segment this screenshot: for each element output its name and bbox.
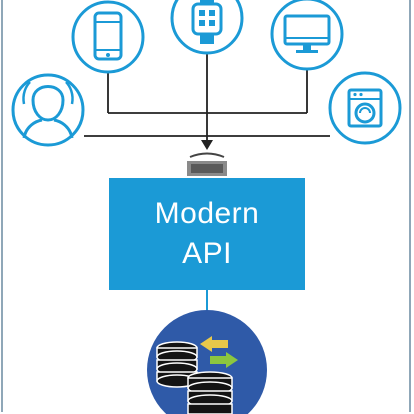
washing-machine-icon [328, 71, 402, 145]
database-icon [147, 310, 267, 414]
user-icon [11, 73, 85, 147]
api-label-line1: Modern [154, 197, 260, 230]
arrow-right-green [210, 352, 238, 368]
plug-icon [187, 152, 227, 176]
smartphone-icon [71, 0, 145, 74]
arrow-left-yellow [200, 336, 228, 352]
database-stack-right [187, 371, 233, 414]
arrowhead-down [201, 140, 213, 150]
connector-lines [84, 50, 330, 140]
database-stack-left [156, 341, 198, 388]
api-label-line2: API [182, 237, 232, 270]
modern-api-box: Modern API [109, 178, 305, 290]
smartwatch-icon [170, 0, 244, 55]
monitor-icon [270, 0, 344, 71]
